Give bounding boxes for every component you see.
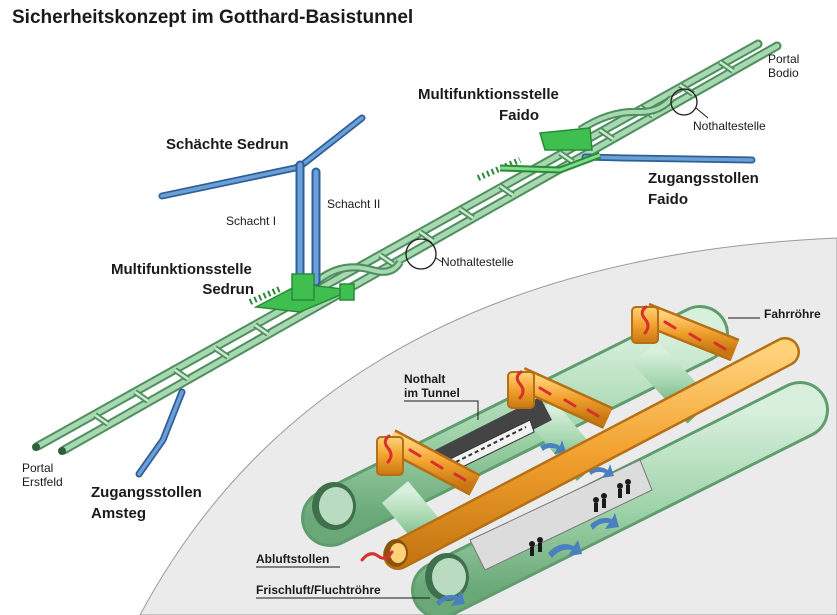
label-nothalt-line1: Nothalt: [404, 372, 445, 386]
label-mfs-faido-line1: Multifunktionsstelle: [418, 86, 559, 103]
label-nothaltestelle-faido: Nothaltestelle: [693, 119, 766, 133]
label-zugangsstollen-amsteg-line2: Amsteg: [91, 505, 146, 522]
label-zugangsstollen-amsteg-line1: Zugangsstollen: [91, 484, 202, 501]
nothaltestelle-faido-marker: [670, 88, 698, 116]
mfs-faido-station: [476, 127, 602, 181]
tube-west: [58, 41, 782, 455]
label-frischluft-fluchtroehre: Frischluft/Fluchtröhre: [256, 583, 381, 597]
label-schaechte-sedrun: Schächte Sedrun: [166, 136, 289, 153]
label-mfs-faido-line2: Faido: [499, 107, 539, 124]
label-portal-erstfeld-line2: Erstfeld: [22, 475, 63, 489]
nothaltestelle-sedrun-marker: [405, 238, 437, 270]
page-title: Sicherheitskonzept im Gotthard-Basistunn…: [12, 7, 413, 28]
zugangsstollen-amsteg-tunnel: [135, 388, 186, 478]
label-mfs-sedrun-line1: Multifunktionsstelle: [111, 261, 252, 278]
zugangsstollen-faido-tunnel: [581, 153, 756, 164]
label-schacht-2: Schacht II: [327, 197, 380, 211]
label-schacht-1: Schacht I: [226, 214, 276, 228]
cutaway-lower: [469, 459, 653, 571]
inset-detail: [139, 237, 837, 615]
label-zugangsstollen-faido-line2: Faido: [648, 191, 688, 208]
label-abluftstollen: Abluftstollen: [256, 552, 329, 566]
exhaust-arrow-icon: [360, 305, 727, 562]
main-tunnel-system: [32, 39, 782, 478]
label-portal-erstfeld-line1: Portal: [22, 461, 53, 475]
mfs-sedrun-station: [248, 273, 355, 313]
label-zugangsstollen-faido-line1: Zugangsstollen: [648, 170, 759, 187]
label-nothalt-line2: im Tunnel: [404, 386, 460, 400]
label-portal-bodio-line1: Portal: [768, 52, 799, 66]
shafts-sedrun: [158, 114, 366, 295]
people-icon: [529, 479, 631, 556]
label-mfs-sedrun-line2: Sedrun: [202, 281, 254, 298]
label-fahrroehre: Fahrröhre: [764, 307, 821, 321]
label-nothaltestelle-sedrun: Nothaltestelle: [441, 255, 514, 269]
label-portal-bodio-line2: Bodio: [768, 66, 799, 80]
